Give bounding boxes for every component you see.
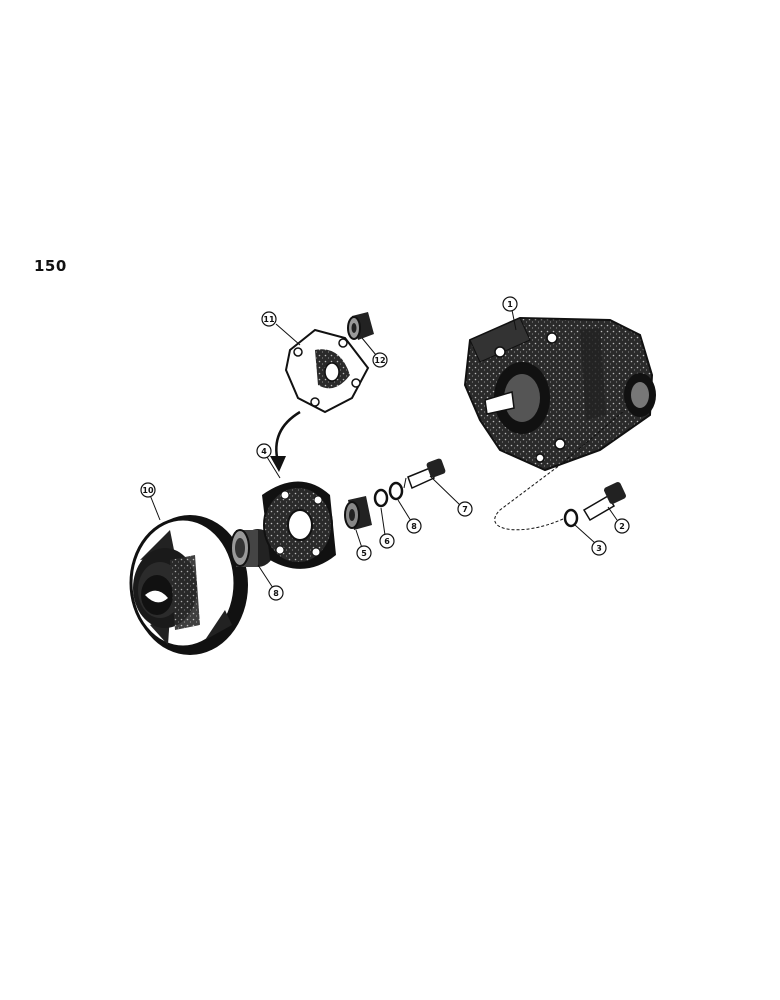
callout-12: 12 [372, 352, 388, 368]
bolt-part-2 [582, 482, 626, 522]
pulley-part-10 [129, 515, 248, 655]
page-number: 150 [34, 257, 67, 275]
svg-text:8: 8 [411, 522, 417, 531]
svg-text:2: 2 [619, 522, 625, 531]
coupling-flange-part-4 [262, 481, 336, 569]
callout-4: 4 [256, 443, 272, 459]
callout-5: 5 [356, 545, 372, 561]
coupling-plate-part-11 [284, 328, 370, 414]
washer-part-8-upper [388, 481, 404, 501]
svg-text:5: 5 [361, 549, 367, 558]
bushing-part-12 [347, 312, 374, 340]
callout-1: 1 [502, 296, 518, 312]
hydraulic-pump-part-1 [463, 316, 656, 472]
washer-part-6 [373, 488, 389, 508]
svg-text:12: 12 [374, 356, 385, 365]
svg-text:7: 7 [462, 505, 468, 514]
svg-text:4: 4 [261, 447, 267, 456]
leader-lines [149, 309, 618, 589]
callout-11: 11 [261, 311, 277, 327]
callout-10: 10 [140, 482, 156, 498]
svg-text:11: 11 [263, 315, 275, 324]
svg-text:1: 1 [507, 300, 513, 309]
callout-8-lower: 8 [268, 585, 284, 601]
callout-3: 3 [591, 540, 607, 556]
callout-8-upper: 8 [406, 518, 422, 534]
bolt-part-7 [403, 458, 446, 490]
svg-text:3: 3 [596, 544, 602, 553]
svg-text:8: 8 [273, 589, 279, 598]
washer-part-3 [563, 508, 579, 528]
assembly-arrow [270, 410, 301, 472]
callout-2: 2 [614, 518, 630, 534]
alignment-dashed-line [494, 409, 626, 531]
nut-part-5 [344, 496, 372, 530]
callout-7: 7 [457, 501, 473, 517]
callout-6: 6 [379, 533, 395, 549]
svg-text:10: 10 [142, 486, 154, 495]
svg-text:6: 6 [384, 537, 390, 546]
